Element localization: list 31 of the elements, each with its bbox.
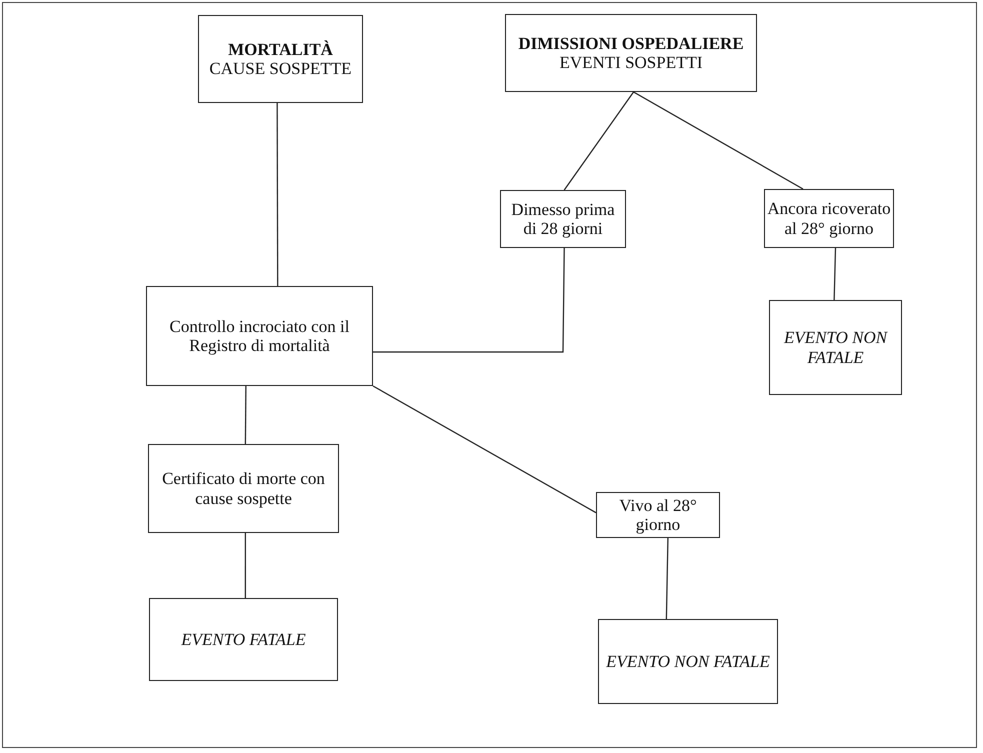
connector-line [244,533,246,598]
connector-line [666,538,669,620]
connector-line [564,92,634,190]
connector-line [372,385,596,514]
process-box [146,286,373,386]
process-box [198,15,363,103]
box-label: EVENTO NON FATALE [782,328,889,367]
process-box [505,14,757,92]
box-label: Controllo incrociato con il Registro di mortalità [168,316,350,356]
connector-line [633,91,804,190]
box-label: EVENTO NON FATALE [606,652,770,672]
box-label: EVENTI SOSPETTI [559,53,703,72]
connector-line [373,248,565,353]
box-label: Certificato di morte con cause sospette [161,469,326,508]
box-label: Vivo al 28° giorno [618,496,698,534]
process-box [598,619,778,704]
connector-line [834,248,836,300]
box-label: Dimesso prima di 28 giorni [510,200,616,238]
process-box [500,190,626,248]
box-heading: DIMISSIONI OSPEDALIERE [518,34,744,53]
box-heading: MORTALITÀ [228,40,333,59]
process-box [596,492,720,538]
process-box [148,444,339,533]
connector-line [276,103,278,286]
process-box [764,189,894,248]
process-box [769,300,902,395]
process-box [149,598,338,681]
box-label: Ancora ricoverato al 28° giorno [767,199,891,238]
box-label: CAUSE SOSPETTE [209,59,352,78]
connector-line [244,386,246,444]
box-label: EVENTO FATALE [181,630,306,650]
